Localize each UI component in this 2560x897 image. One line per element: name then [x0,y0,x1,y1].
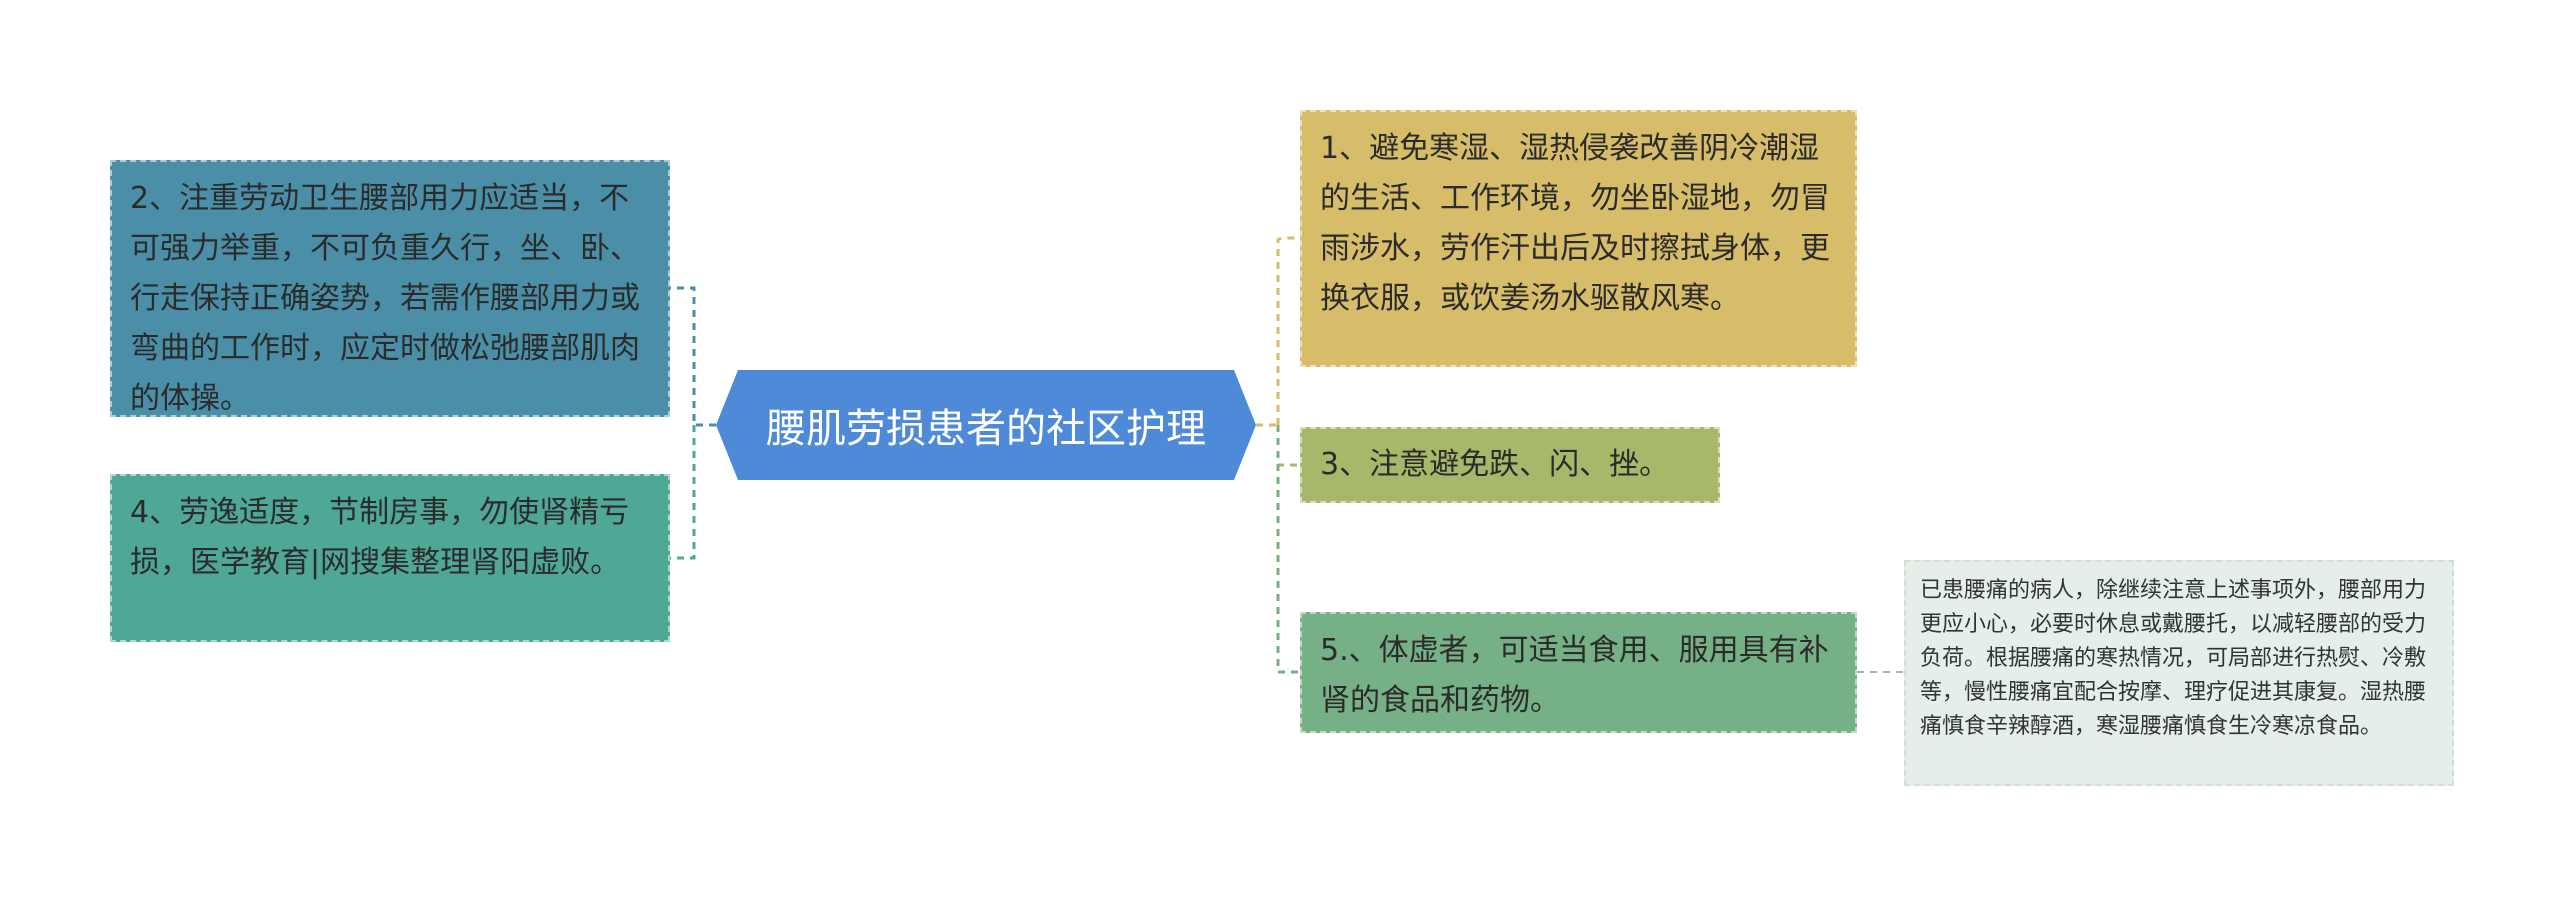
central-topic-shape [716,370,1256,480]
connector-center-r1 [1256,236,1300,427]
connector-center-r3 [1276,425,1300,674]
topic-right-1[interactable]: 1、避免寒湿、湿热侵袭改善阴冷潮湿的生活、工作环境，勿坐卧湿地，勿冒雨涉水，劳作… [1300,110,1857,367]
connector-center-l1 [670,286,716,427]
connector-center-r2 [1276,425,1300,467]
subtopic-note[interactable]: 已患腰痛的病人，除继续注意上述事项外，腰部用力更应小心，必要时休息或戴腰托，以减… [1904,560,2454,786]
connector-center-l2 [670,425,696,560]
central-topic[interactable]: 腰肌劳损患者的社区护理 [716,370,1256,480]
topic-right-2[interactable]: 3、注意避免跌、闪、挫。 [1300,427,1720,503]
central-topic-label: 腰肌劳损患者的社区护理 [766,406,1206,452]
topic-left-2[interactable]: 4、劳逸适度，节制房事，勿使肾精亏损，医学教育|网搜集整理肾阳虚败。 [110,474,670,642]
topic-left-1[interactable]: 2、注重劳动卫生腰部用力应适当，不可强力举重，不可负重久行，坐、卧、行走保持正确… [110,160,670,417]
topic-right-3[interactable]: 5.、体虚者，可适当食用、服用具有补肾的食品和药物。 [1300,612,1857,733]
